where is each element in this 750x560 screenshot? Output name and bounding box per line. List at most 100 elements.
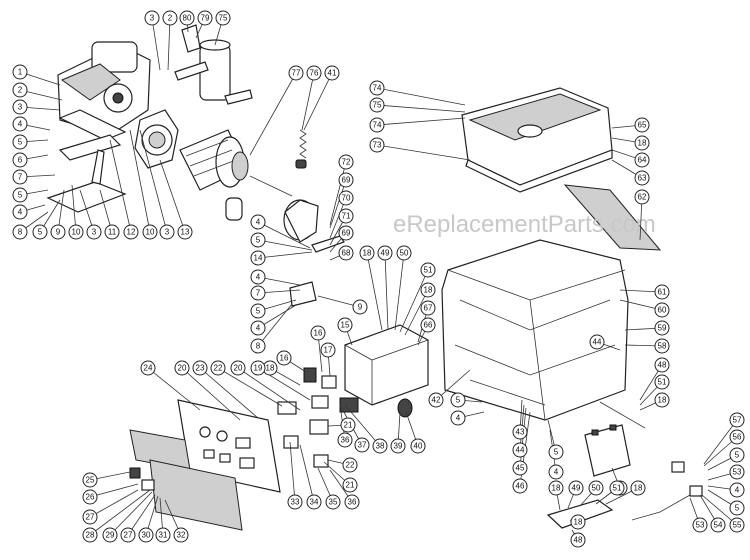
callout-41: 41	[324, 65, 340, 81]
callout-3: 3	[159, 224, 175, 240]
leader-line	[257, 239, 313, 251]
callout-circle	[250, 232, 266, 248]
callout-number: 5	[18, 191, 23, 200]
callout-3: 3	[144, 10, 160, 26]
callout-number: 69	[342, 176, 351, 185]
callout-circle	[548, 464, 564, 480]
callout-number: 25	[86, 476, 95, 485]
callout-number: 53	[733, 468, 742, 477]
callout-number: 10	[146, 228, 155, 237]
callout-51: 51	[420, 262, 436, 278]
callout-number: 37	[358, 441, 367, 450]
callout-circle	[159, 224, 175, 240]
callout-circle	[82, 472, 98, 488]
callout-circle	[310, 325, 326, 341]
tank-bracket	[563, 184, 662, 251]
callout-68: 68	[338, 245, 354, 261]
leader-line	[217, 367, 283, 407]
callout-30: 30	[138, 527, 154, 543]
callout-number: 3	[18, 103, 23, 112]
callout-number: 20	[234, 364, 243, 373]
callout-circle	[377, 245, 393, 261]
callout-72: 72	[338, 154, 354, 170]
callout-circle	[250, 320, 266, 336]
end-bell-cover	[283, 199, 319, 243]
callout-50: 50	[588, 480, 604, 496]
callout-20: 20	[174, 360, 190, 376]
callout-number: 28	[86, 531, 95, 540]
callout-circle	[634, 135, 650, 151]
callout-12: 12	[123, 224, 139, 240]
callout-number: 50	[400, 249, 409, 258]
callout-number: 79	[201, 14, 210, 23]
battery	[584, 424, 631, 477]
callout-4: 4	[250, 320, 266, 336]
callout-7: 7	[250, 285, 266, 301]
callout-number: 2	[168, 14, 173, 23]
callout-number: 18	[638, 139, 647, 148]
callout-circle	[729, 412, 745, 428]
callout-circle	[250, 360, 266, 376]
callout-4: 4	[250, 269, 266, 285]
callout-circle	[138, 527, 154, 543]
callout-66: 66	[420, 317, 436, 333]
callout-circle	[276, 350, 292, 366]
callout-18: 18	[654, 392, 670, 408]
callout-circle	[654, 357, 670, 373]
callout-circle	[197, 10, 213, 26]
callout-number: 7	[18, 173, 23, 182]
callout-number: 58	[658, 342, 667, 351]
callout-18: 18	[548, 480, 564, 496]
callout-65: 65	[634, 117, 650, 133]
callout-5: 5	[729, 500, 745, 516]
callout-79: 79	[197, 10, 213, 26]
callout-circle	[568, 480, 584, 496]
callout-circle	[342, 457, 358, 473]
callout-number: 42	[432, 396, 441, 405]
callout-10: 10	[142, 224, 158, 240]
callout-number: 51	[613, 484, 622, 493]
callout-16: 16	[276, 350, 292, 366]
callout-number: 24	[144, 364, 153, 373]
callout-number: 21	[344, 421, 353, 430]
callout-10: 10	[68, 224, 84, 240]
callout-number: 54	[714, 521, 723, 530]
callout-number: 3	[165, 228, 170, 237]
callout-circle	[570, 532, 586, 548]
callout-circle	[173, 527, 189, 543]
callout-39: 39	[390, 438, 406, 454]
callout-number: 4	[735, 486, 740, 495]
callout-28: 28	[82, 527, 98, 543]
callout-80: 80	[179, 10, 195, 26]
callout-circle	[729, 482, 745, 498]
rotor-bolt	[225, 175, 293, 221]
callout-17: 17	[320, 342, 336, 358]
callout-circle	[512, 424, 528, 440]
callout-circle	[192, 360, 208, 376]
callout-23: 23	[192, 360, 208, 376]
callout-number: 18	[424, 286, 433, 295]
callout-5: 5	[12, 187, 28, 203]
callout-circle	[428, 392, 444, 408]
callout-48: 48	[654, 357, 670, 373]
leader-line	[89, 489, 151, 536]
callout-number: 71	[342, 212, 351, 221]
callout-circle	[12, 99, 28, 115]
callout-number: 18	[634, 484, 643, 493]
callout-circle	[12, 64, 28, 80]
callout-number: 18	[363, 249, 372, 258]
callout-circle	[155, 527, 171, 543]
leader-line	[344, 404, 381, 447]
callout-number: 1	[18, 68, 23, 77]
callout-circle	[177, 224, 193, 240]
callout-number: 7	[256, 289, 261, 298]
leader-line	[129, 129, 151, 233]
callout-number: 63	[638, 174, 647, 183]
leader-line	[237, 367, 301, 411]
callout-18: 18	[420, 282, 436, 298]
callout-5: 5	[12, 134, 28, 150]
callout-circle	[369, 80, 385, 96]
callout-circle	[354, 437, 370, 453]
callout-67: 67	[420, 300, 436, 316]
callout-46: 46	[512, 478, 528, 494]
